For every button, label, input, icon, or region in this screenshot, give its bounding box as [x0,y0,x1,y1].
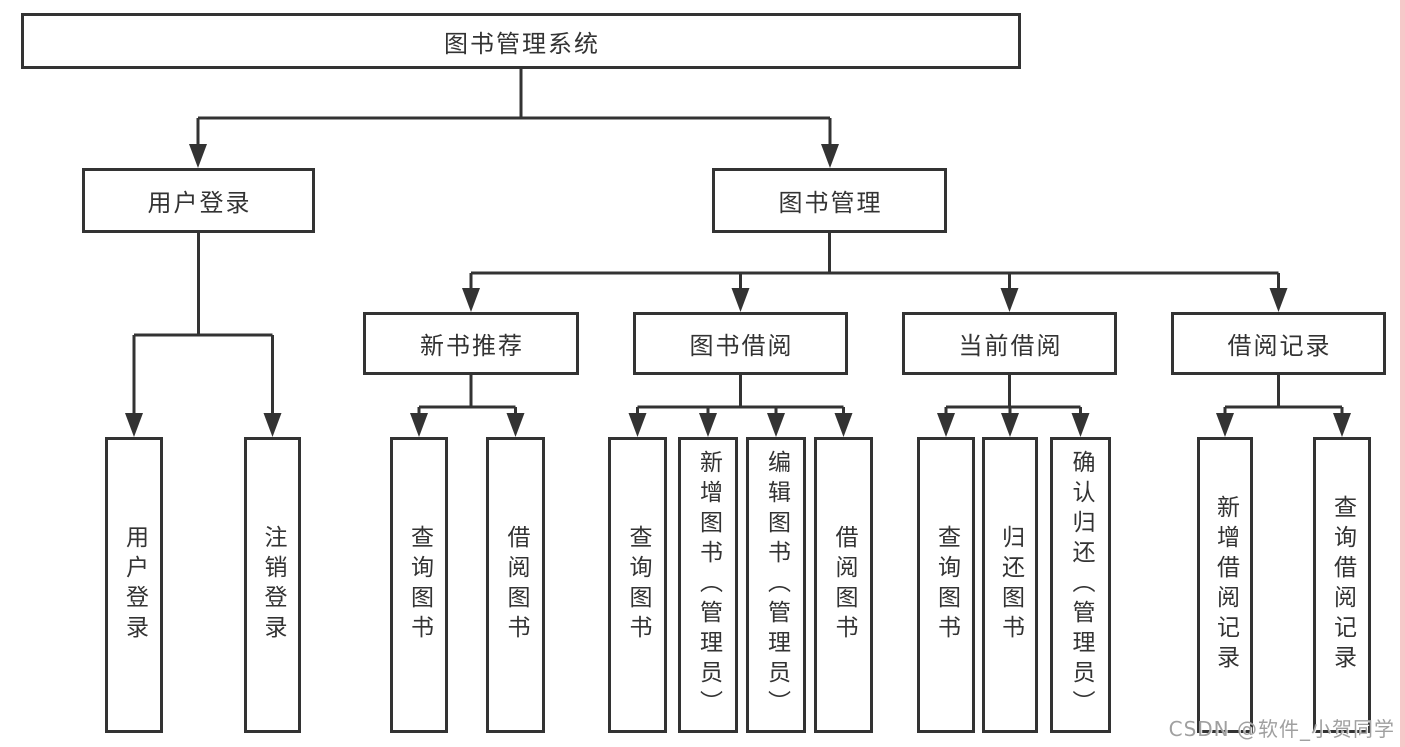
leaf-label: 查询图书 [625,525,651,645]
leaf-add-book-admin: 新增图书（管理员） [678,437,738,733]
leaf-user-login: 用户登录 [105,437,163,733]
node-label: 借阅记录 [1227,332,1332,360]
node-new-book-recommend: 新书推荐 [363,312,579,375]
node-label: 图书借阅 [689,332,794,360]
node-label: 图书管理 [778,189,883,217]
leaf-label: 编辑图书（管理员） [763,450,790,720]
right-edge-strip [1400,0,1405,747]
leaf-query-book-recommend: 查询图书 [390,437,448,733]
leaf-logout: 注销登录 [244,437,301,733]
node-current-borrow: 当前借阅 [902,312,1117,375]
leaf-label: 借阅图书 [831,525,857,645]
leaf-label: 新增借阅记录 [1212,495,1239,675]
leaf-return-book: 归还图书 [982,437,1038,733]
watermark-text: CSDN @软件_小贺同学 [1168,717,1395,741]
leaf-label: 查询图书 [406,525,433,645]
leaf-label: 查询借阅记录 [1329,495,1356,675]
leaf-borrow-book: 借阅图书 [814,437,873,733]
leaf-label: 查询图书 [933,525,960,645]
node-book-management: 图书管理 [712,168,947,233]
node-label: 当前借阅 [958,332,1063,360]
leaf-query-book-borrow: 查询图书 [608,437,667,733]
node-label: 用户登录 [147,189,252,217]
node-book-borrow: 图书借阅 [633,312,848,375]
leaf-label: 用户登录 [121,525,148,645]
leaf-label: 借阅图书 [503,525,529,645]
node-root-label: 图书管理系统 [444,29,600,58]
leaf-add-borrow-record: 新增借阅记录 [1197,437,1253,733]
node-label: 新书推荐 [420,332,524,360]
leaf-query-book-current: 查询图书 [917,437,975,733]
leaf-label: 归还图书 [997,525,1024,645]
arrowheads [125,144,1351,437]
node-root: 图书管理系统 [21,13,1021,69]
node-user-login: 用户登录 [82,168,315,233]
leaf-label: 确认归还（管理员） [1068,450,1094,720]
leaf-edit-book-admin: 编辑图书（管理员） [746,437,806,733]
leaf-label: 新增图书（管理员） [695,450,722,720]
leaf-label: 注销登录 [260,525,286,645]
leaf-confirm-return-admin: 确认归还（管理员） [1050,437,1111,733]
node-borrow-record: 借阅记录 [1171,312,1386,375]
leaf-query-borrow-record: 查询借阅记录 [1313,437,1371,733]
leaf-borrow-book-recommend: 借阅图书 [486,437,545,733]
